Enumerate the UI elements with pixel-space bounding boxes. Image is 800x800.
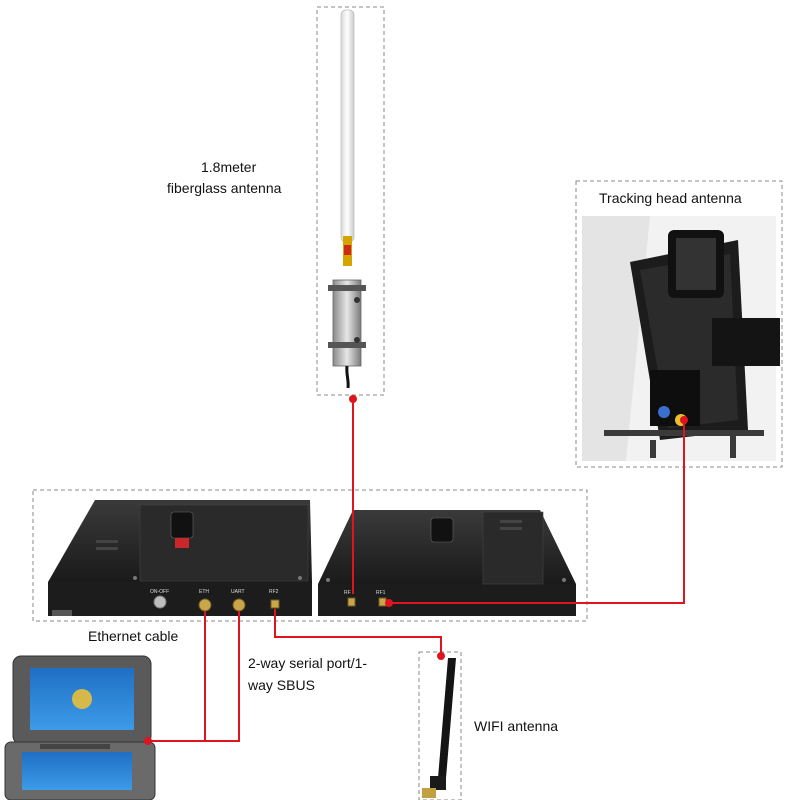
- wifi-antenna-icon: [422, 658, 456, 798]
- fiberglass-antenna-icon: [328, 9, 366, 389]
- fiberglass-antenna-frame: [316, 6, 385, 396]
- tracking-head-label: Tracking head antenna: [599, 190, 742, 206]
- cable-tracking-to-rf1: [389, 422, 685, 604]
- tracking-head-frame: [575, 180, 783, 468]
- port-label-onoff: ON-OFF: [150, 589, 169, 595]
- serial-port-label-line1: 2-way serial port/1-: [248, 655, 367, 671]
- fiberglass-label-line2: fiberglass antenna: [167, 180, 282, 196]
- cable-rf2-to-wifi: [274, 609, 442, 654]
- cable-uart-to-laptop: [205, 611, 240, 742]
- wifi-antenna-label: WIFI antenna: [474, 718, 558, 734]
- serial-port-label-line2: way SBUS: [247, 677, 315, 693]
- cable-endpoints: [144, 395, 688, 745]
- port-label-eth: ETH: [199, 589, 209, 595]
- fiberglass-label-line1: 1.8meter: [201, 159, 257, 175]
- port-label-rf2: RF2: [269, 589, 279, 595]
- port-label-rf: RF: [344, 590, 351, 596]
- rugged-laptop-icon: [4, 655, 156, 800]
- port-label-uart: UART: [231, 589, 245, 595]
- ground-station-unit-icon: [48, 500, 312, 616]
- cable-connections: [148, 399, 685, 742]
- tracking-head-antenna-icon: [582, 216, 780, 461]
- port-label-rf1: RF1: [376, 590, 386, 596]
- air-unit-icon: [318, 510, 576, 616]
- devices-frame: [32, 489, 588, 622]
- ethernet-cable-label: Ethernet cable: [88, 628, 178, 644]
